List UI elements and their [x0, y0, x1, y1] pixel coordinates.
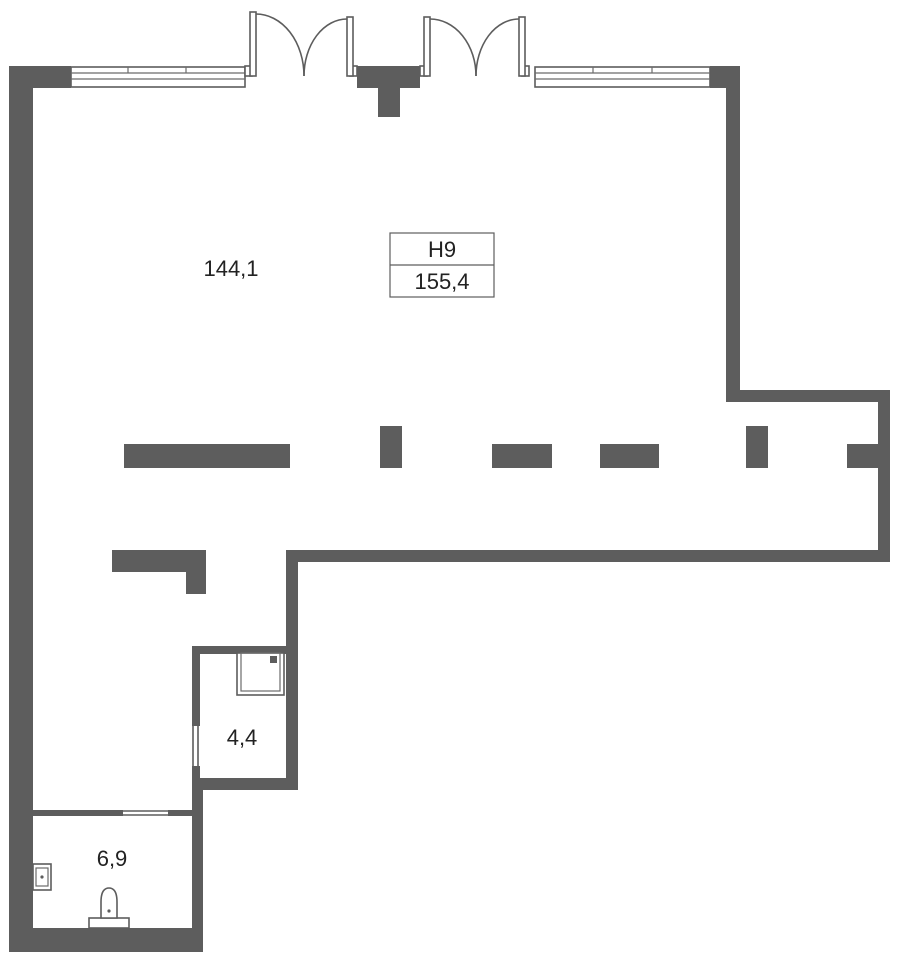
total-area: 155,4 — [414, 269, 469, 294]
toilet-button — [107, 909, 111, 913]
pier-stem — [378, 66, 400, 117]
wall-utility-left-upper — [192, 646, 200, 726]
door-leaf — [423, 16, 431, 77]
wall-inner-vertical — [286, 550, 298, 790]
sink-icon — [32, 863, 52, 891]
partition-segment — [492, 444, 552, 468]
wall-bottom — [9, 928, 203, 952]
column-icon — [380, 426, 402, 468]
door-leaf — [518, 16, 526, 77]
door-arc — [475, 18, 520, 77]
toilet-tank — [88, 917, 130, 929]
wall-bathroom-top-right — [168, 810, 198, 816]
bathroom-partition — [33, 810, 198, 816]
partition-segment — [600, 444, 659, 468]
toilet-bowl — [100, 887, 118, 919]
door-arc — [429, 18, 477, 77]
wall-step-bottom — [286, 550, 890, 562]
shower-icon — [236, 652, 285, 696]
wall-bathroom-top-left — [33, 810, 123, 816]
sink-inner — [35, 867, 49, 887]
wall-right-upper — [726, 66, 740, 402]
wall-bathroom-right — [192, 790, 203, 952]
utility-room-area: 4,4 — [227, 725, 258, 750]
wall-utility-bottom — [192, 778, 298, 790]
partition-l-top — [112, 550, 206, 572]
door-arc — [303, 18, 348, 77]
wall-step-top — [726, 390, 890, 402]
partition-segment — [124, 444, 290, 468]
window-right — [534, 66, 711, 88]
door-leaf — [249, 11, 257, 77]
wall-utility-top — [192, 646, 298, 654]
column-icon — [357, 66, 420, 117]
unit-id: Н9 — [428, 237, 456, 262]
door-swing-icon — [244, 11, 358, 77]
interior-partitions — [112, 426, 878, 594]
wall-top-left — [9, 66, 71, 88]
shower-inner — [240, 652, 281, 692]
door-leaf — [346, 16, 354, 77]
partition-segment — [847, 444, 878, 468]
partition-l-leg — [186, 550, 206, 594]
wall-utility-left-lower — [192, 766, 200, 790]
shower-drain — [270, 656, 277, 663]
window-icon — [70, 66, 246, 88]
exterior-walls — [9, 66, 890, 952]
utility-room-walls — [192, 646, 298, 790]
window-icon — [534, 66, 711, 88]
door-swing-icon — [419, 16, 530, 77]
bathroom-area: 6,9 — [97, 846, 128, 871]
main-hall-area: 144,1 — [203, 256, 258, 281]
door-arc — [255, 13, 305, 77]
window-left — [70, 66, 246, 88]
sink-drain — [40, 875, 44, 879]
wall-left — [9, 66, 33, 952]
toilet-icon — [88, 887, 130, 929]
unit-label-box: Н9 155,4 — [389, 232, 495, 298]
wall-right-extension — [878, 390, 890, 562]
column-icon — [746, 426, 768, 468]
